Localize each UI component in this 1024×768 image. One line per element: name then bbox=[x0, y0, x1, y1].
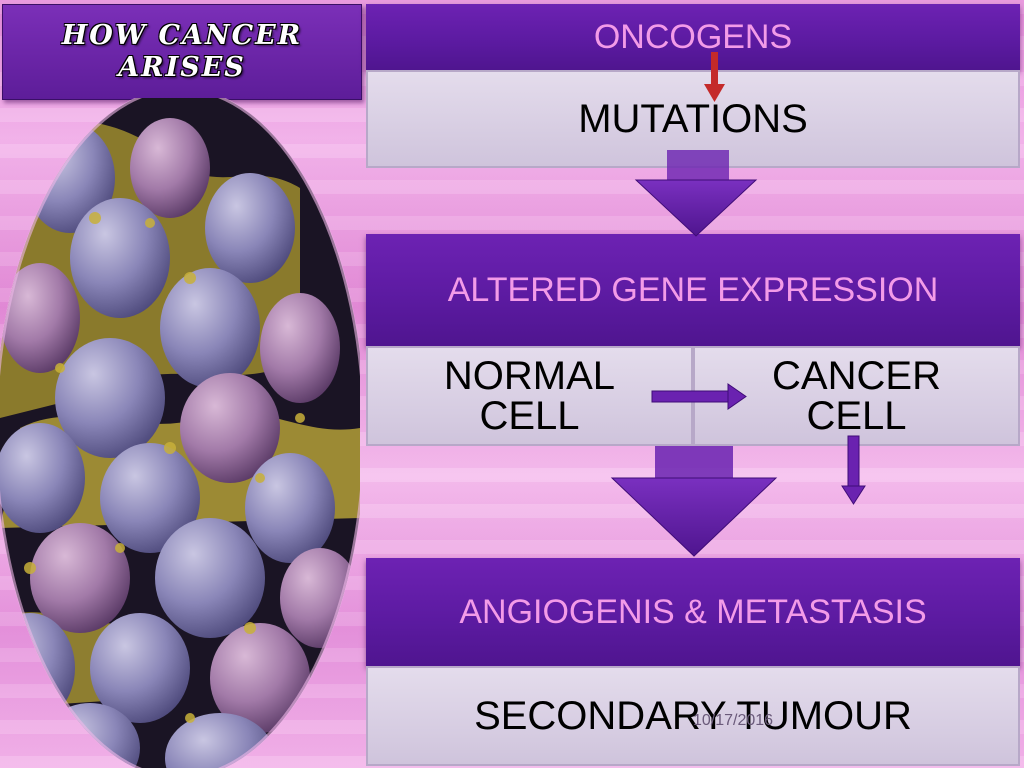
cancer-cell-micrograph-image bbox=[0, 98, 360, 768]
mutations-label: MUTATIONS bbox=[578, 97, 808, 141]
big-down-arrow-icon-2 bbox=[610, 446, 778, 557]
cancer-cell-down-arrow-icon bbox=[841, 435, 866, 505]
normal-cell-label: NORMAL CELL bbox=[443, 354, 616, 438]
title-banner: HOW CANCER ARISES bbox=[2, 4, 362, 100]
slide-title: HOW CANCER ARISES bbox=[61, 20, 303, 83]
cancer-cell-label: CANCER CELL bbox=[772, 354, 941, 438]
cancer-cell-box: CANCER CELL bbox=[693, 346, 1020, 446]
secondary-tumour-label: SECONDARY TUMOUR bbox=[474, 694, 912, 738]
oncogens-band: ONCOGENS bbox=[366, 4, 1020, 70]
oncogens-label: ONCOGENS bbox=[593, 17, 793, 56]
footer-date: 10/17/2016 bbox=[693, 712, 774, 729]
altered-gene-expression-band: ALTERED GENE EXPRESSION bbox=[366, 234, 1020, 346]
angiogenis-metastasis-band: ANGIOGENIS & METASTASIS bbox=[366, 558, 1020, 666]
secondary-tumour-box: SECONDARY TUMOUR bbox=[366, 666, 1020, 766]
normal-cell-box: NORMAL CELL bbox=[366, 346, 693, 446]
big-down-arrow-icon-1 bbox=[634, 150, 758, 237]
altered-gene-expression-label: ALTERED GENE EXPRESSION bbox=[447, 270, 939, 309]
angiogenis-metastasis-label: ANGIOGENIS & METASTASIS bbox=[459, 592, 927, 631]
oncogens-down-arrow-icon bbox=[704, 52, 725, 102]
right-arrow-icon bbox=[651, 383, 747, 410]
